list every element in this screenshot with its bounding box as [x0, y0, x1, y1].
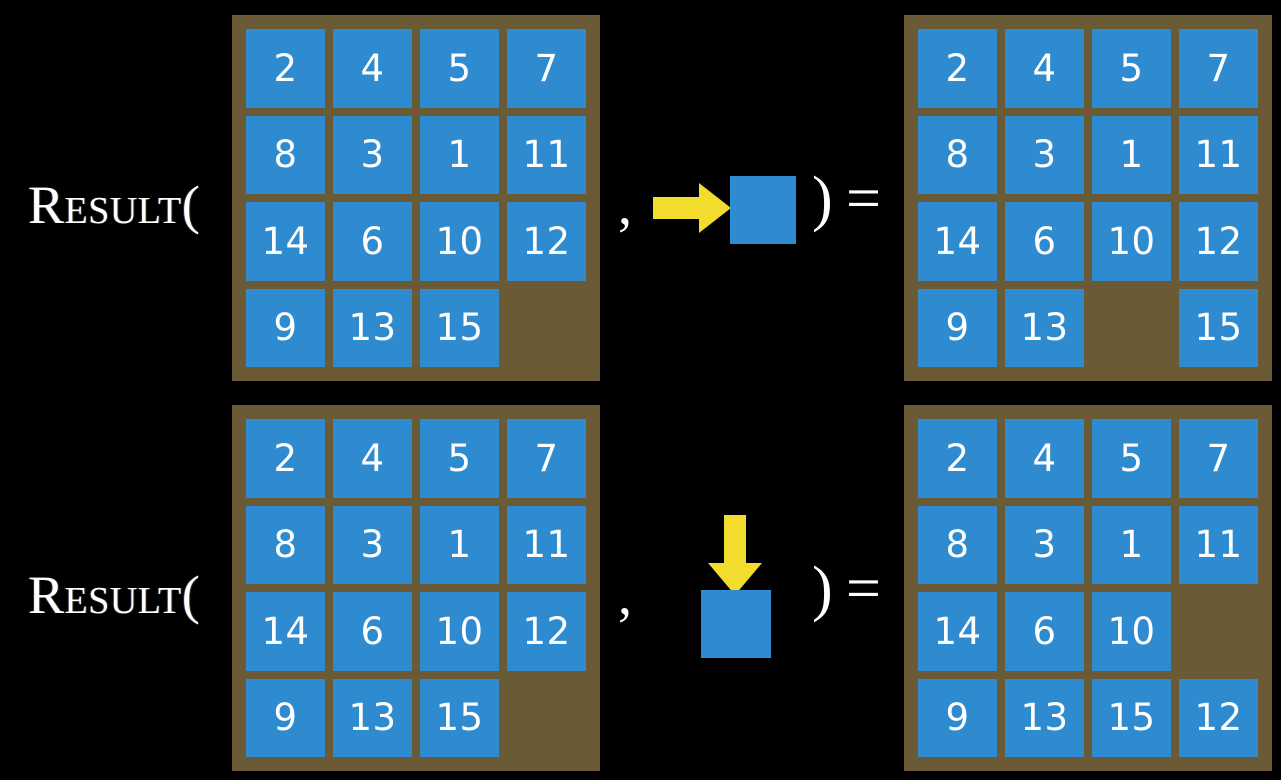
- tile: 5: [420, 29, 499, 108]
- tile: 3: [1005, 115, 1084, 194]
- tile: 13: [333, 678, 412, 757]
- tile: 9: [918, 288, 997, 367]
- tile: 4: [333, 29, 412, 108]
- blank-tile: [1179, 592, 1258, 671]
- tile: 6: [1005, 202, 1084, 281]
- equation-row-2: Result( 2 4 5 7 8 3 1 11 14 6 10 12 9 13…: [0, 390, 1281, 780]
- tile: 7: [507, 29, 586, 108]
- tile: 11: [1179, 505, 1258, 584]
- close-paren-2: ): [812, 555, 833, 623]
- tile: 5: [1092, 29, 1171, 108]
- tile: 9: [246, 678, 325, 757]
- tile: 11: [507, 115, 586, 194]
- tile: 8: [246, 505, 325, 584]
- tile: 13: [1005, 678, 1084, 757]
- tile: 1: [1092, 505, 1171, 584]
- tile: 6: [333, 202, 412, 281]
- tile: 2: [246, 29, 325, 108]
- tile: 10: [1092, 592, 1171, 671]
- tile: 7: [1179, 419, 1258, 498]
- tile: 15: [1092, 678, 1171, 757]
- tile: 14: [246, 202, 325, 281]
- tile: 8: [246, 115, 325, 194]
- arrow-down-icon: [708, 515, 762, 595]
- tile: 7: [507, 419, 586, 498]
- tile: 3: [333, 505, 412, 584]
- input-board-1: 2 4 5 7 8 3 1 11 14 6 10 12 9 13 15: [232, 15, 600, 381]
- tile: 10: [420, 202, 499, 281]
- tile: 3: [1005, 505, 1084, 584]
- close-paren-1: ): [812, 165, 833, 233]
- equals-sign-2: =: [846, 555, 881, 623]
- moving-tile-2: [701, 590, 771, 658]
- tile: 1: [420, 505, 499, 584]
- blank-tile: [507, 679, 586, 758]
- tile: 2: [918, 419, 997, 498]
- tile: 12: [507, 592, 586, 671]
- tile: 12: [1179, 678, 1258, 757]
- tile: 15: [420, 288, 499, 367]
- tile: 14: [918, 592, 997, 671]
- input-board-2: 2 4 5 7 8 3 1 11 14 6 10 12 9 13 15: [232, 405, 600, 771]
- tile: 9: [246, 288, 325, 367]
- arrow-right-icon: [653, 183, 731, 233]
- tile: 15: [420, 678, 499, 757]
- tile: 11: [1179, 115, 1258, 194]
- tile: 12: [507, 202, 586, 281]
- tile: 7: [1179, 29, 1258, 108]
- argument-separator-comma-1: ,: [618, 175, 632, 237]
- tile: 12: [1179, 202, 1258, 281]
- argument-separator-comma-2: ,: [618, 565, 632, 627]
- tile: 4: [1005, 29, 1084, 108]
- tile: 10: [420, 592, 499, 671]
- tile: 6: [333, 592, 412, 671]
- tile: 6: [1005, 592, 1084, 671]
- tile: 1: [420, 115, 499, 194]
- tile: 9: [918, 678, 997, 757]
- tile: 5: [1092, 419, 1171, 498]
- equals-sign-1: =: [846, 165, 881, 233]
- equation-row-1: Result( 2 4 5 7 8 3 1 11 14 6 10 12 9 13…: [28, 15, 1272, 381]
- tile: 2: [918, 29, 997, 108]
- tile: 14: [918, 202, 997, 281]
- tile: 15: [1179, 288, 1258, 367]
- tile: 13: [333, 288, 412, 367]
- tile: 3: [333, 115, 412, 194]
- tile: 2: [246, 419, 325, 498]
- blank-tile: [507, 289, 586, 368]
- result-function-label-1: Result(: [28, 175, 201, 235]
- tile: 5: [420, 419, 499, 498]
- tile: 4: [1005, 419, 1084, 498]
- tile: 1: [1092, 115, 1171, 194]
- moving-tile-1: [730, 176, 796, 244]
- tile: 8: [918, 505, 997, 584]
- tile: 8: [918, 115, 997, 194]
- tile: 11: [507, 505, 586, 584]
- tile: 10: [1092, 202, 1171, 281]
- tile: 13: [1005, 288, 1084, 367]
- output-board-1: 2 4 5 7 8 3 1 11 14 6 10 12 9 13 15: [904, 15, 1272, 381]
- tile: 14: [246, 592, 325, 671]
- blank-tile: [1092, 289, 1171, 368]
- output-board-2: 2 4 5 7 8 3 1 11 14 6 10 9 13 15 12: [904, 405, 1272, 771]
- result-function-label-2: Result(: [28, 565, 201, 625]
- tile: 4: [333, 419, 412, 498]
